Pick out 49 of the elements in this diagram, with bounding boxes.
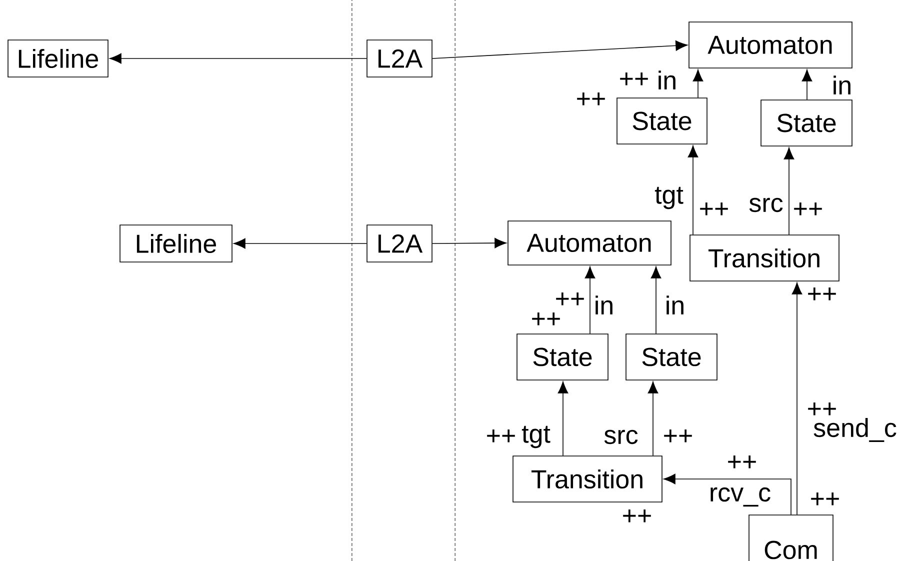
- class-box: Com: [748, 514, 834, 561]
- multiplicity-label: ++: [577, 92, 605, 106]
- arrow: [650, 266, 662, 334]
- multiplicity-label: ++: [532, 312, 560, 326]
- edge-label: rcv_c: [710, 487, 770, 507]
- class-box: Lifeline: [8, 40, 108, 78]
- edge-label: tgt: [522, 426, 550, 448]
- multiplicity-label: ++: [700, 202, 728, 216]
- edge-label: in: [666, 296, 684, 314]
- class-box: Transition: [690, 234, 840, 282]
- arrow: [692, 69, 704, 98]
- multiplicity-label: ++: [728, 455, 756, 468]
- class-box: State: [516, 334, 608, 380]
- arrow: [432, 40, 688, 59]
- arrow: [802, 69, 812, 100]
- multiplicity-label: ++: [620, 72, 648, 86]
- arrow: [233, 238, 367, 249]
- arrow: [792, 282, 802, 515]
- arrow: [648, 381, 658, 456]
- arrow: [584, 266, 596, 334]
- class-box: Automaton: [688, 22, 852, 68]
- edge-label: tgt: [654, 186, 684, 210]
- edge-label: src: [749, 198, 783, 212]
- class-box: State: [616, 98, 708, 144]
- class-box: State: [760, 100, 852, 146]
- multiplicity-label: ++: [556, 292, 584, 306]
- multiplicity-label: ++: [808, 287, 836, 300]
- multiplicity-label: ++: [811, 492, 839, 506]
- multiplicity-label: ++: [487, 429, 515, 442]
- arrow: [663, 474, 792, 515]
- multiplicity-label: ++: [794, 202, 822, 216]
- arrow: [432, 238, 507, 248]
- multiplicity-label: ++: [664, 429, 692, 442]
- class-box: L2A: [366, 40, 432, 78]
- class-box: Lifeline: [120, 224, 232, 262]
- arrow: [558, 381, 568, 456]
- class-box: State: [626, 334, 718, 380]
- edge-label: in: [596, 296, 612, 314]
- multiplicity-label: ++: [808, 402, 836, 416]
- edge-label: send_c: [814, 418, 896, 442]
- edge-label: in: [834, 76, 850, 94]
- arrow: [109, 53, 367, 64]
- edge-label: in: [658, 70, 676, 90]
- edge-label: src: [604, 430, 638, 444]
- class-box: Transition: [512, 456, 662, 502]
- class-box: Automaton: [508, 220, 672, 266]
- class-box: L2A: [366, 224, 432, 262]
- arrow: [784, 147, 794, 235]
- arrow: [688, 145, 698, 235]
